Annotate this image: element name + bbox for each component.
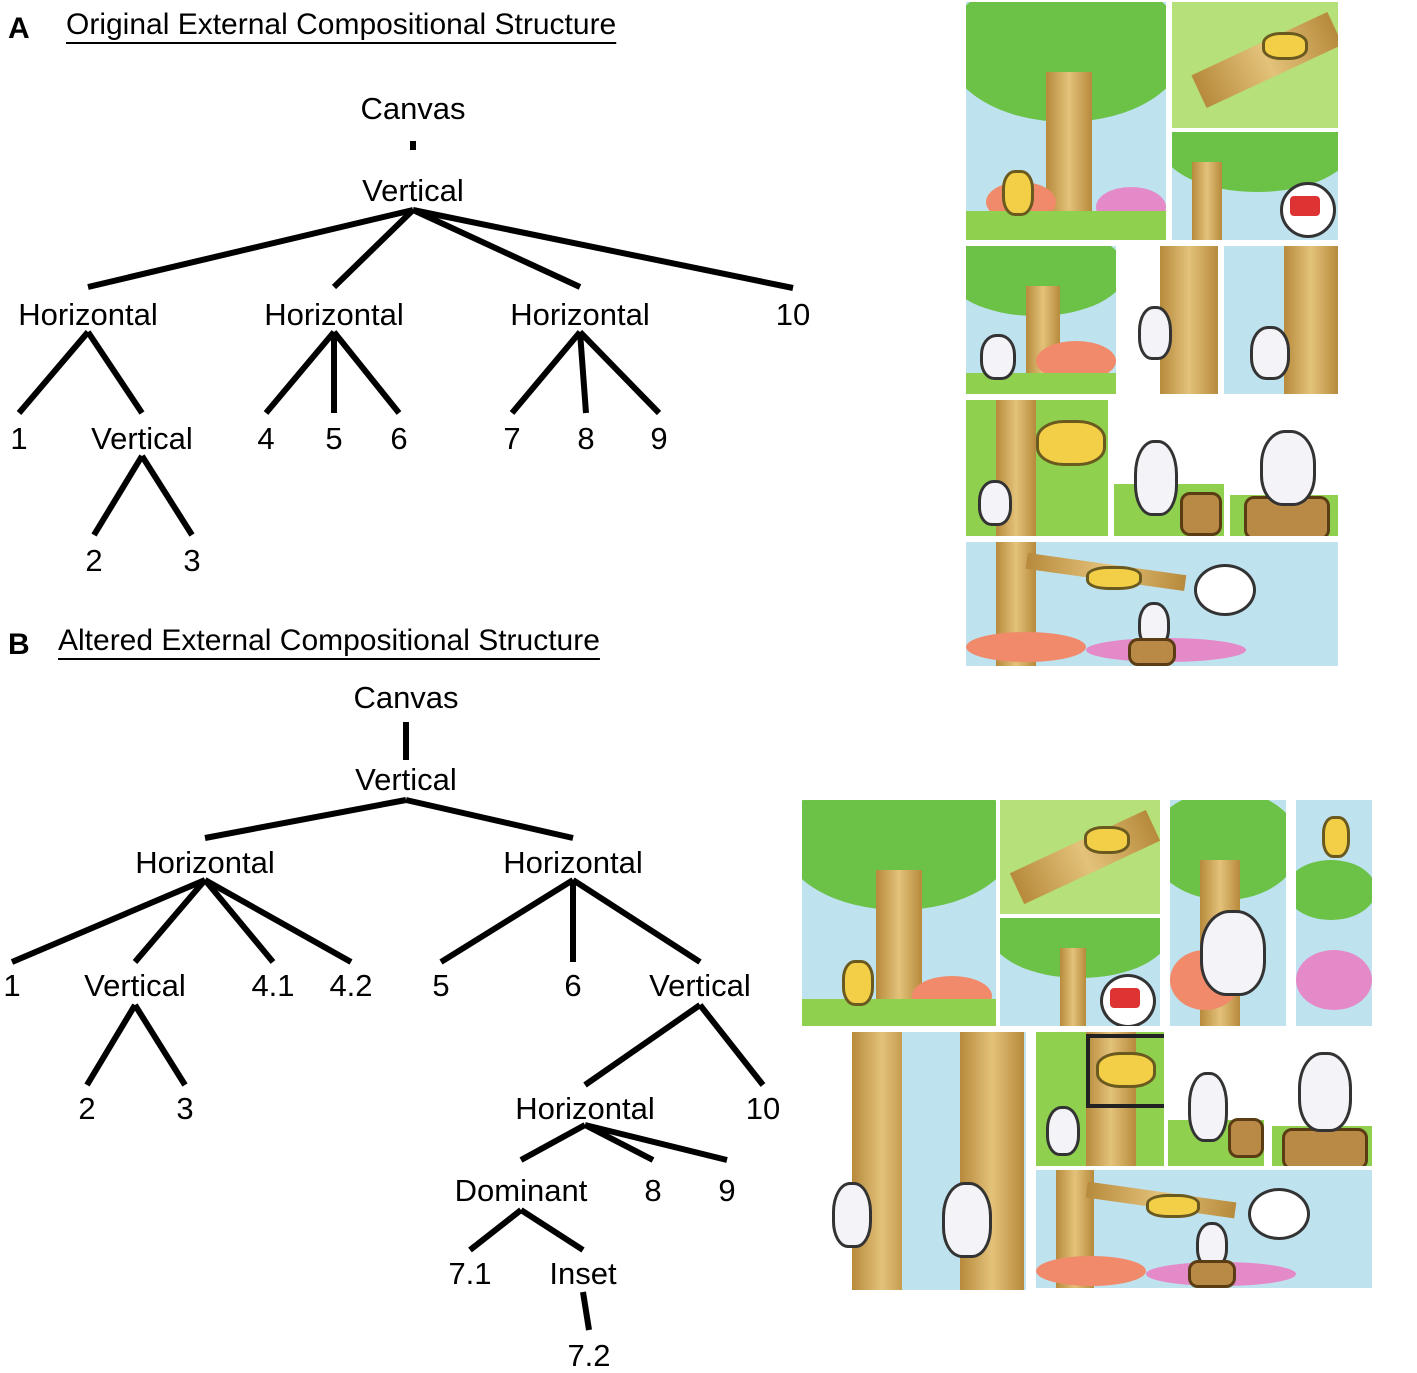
- tree-edge-b_h2-b_v2: [571, 877, 702, 965]
- tree-node-a_h2: Horizontal: [264, 297, 404, 332]
- comic-b-panel-7-1: [1036, 1032, 1164, 1166]
- tree-node-b_inset: Inset: [549, 1256, 617, 1291]
- tree-node-b_1: 1: [3, 968, 20, 1003]
- comic-b-panel-3: [1000, 918, 1160, 1026]
- comic-original-layout: [966, 2, 1342, 666]
- tree-edge-b_v1-b_3: [132, 1003, 188, 1087]
- tree-node-b_8: 8: [644, 1173, 661, 1208]
- tree-node-b_42: 4.2: [329, 968, 372, 1003]
- tree-node-a_h1: Horizontal: [18, 297, 158, 332]
- comic-b-panel-8: [1168, 1032, 1264, 1166]
- tree-node-a_3: 3: [183, 543, 200, 578]
- tree-edge-a_h2-a_6: [331, 330, 402, 415]
- comic-b-panel-10: [1036, 1170, 1372, 1288]
- tree-edge-a_h1-a_1: [16, 330, 91, 415]
- tree-edge-a_vertical-a_h1: [87, 207, 414, 290]
- tree-edge-a_h1-a_v2: [85, 330, 145, 415]
- tree-node-b_41: 4.1: [251, 968, 294, 1003]
- tree-edge-a_h3-a_7: [509, 330, 583, 415]
- tree-edge-a_vertical-a_h2: [331, 207, 416, 290]
- comic-a-panel-9: [1230, 400, 1338, 536]
- tree-node-a_5: 5: [325, 421, 342, 456]
- comic-a-panel-6: [1224, 246, 1338, 394]
- tree-edge-b_h1-b_42: [203, 877, 353, 965]
- tree-node-a_1: 1: [10, 421, 27, 456]
- tree-edge-b_h2-b_5: [439, 877, 575, 965]
- tree-edge-b_v2-b_10: [697, 1003, 766, 1087]
- tree-edge-b_h1-b_41: [202, 878, 276, 964]
- tree-node-a_10: 10: [776, 297, 810, 332]
- comic-b-panel-4-1: [1170, 800, 1286, 1026]
- tree-node-b_v2: Vertical: [649, 968, 751, 1003]
- comic-b-panel-7-2-inset: [1086, 1034, 1164, 1108]
- comic-altered-layout: [802, 800, 1372, 1290]
- tree-node-b_6: 6: [564, 968, 581, 1003]
- tree-edge-b_h1-b_v1: [132, 878, 208, 964]
- tree-edge-a_h3-a_9: [577, 329, 662, 416]
- comic-b-panel-1: [802, 800, 996, 1026]
- tree-node-b_10: 10: [746, 1091, 780, 1126]
- tree-edge-b_vertical-b_h1: [204, 797, 407, 841]
- tree-node-a_7: 7: [503, 421, 520, 456]
- tree-node-a_4: 4: [257, 421, 274, 456]
- tree-edge-a_vertical-a_h3: [411, 207, 582, 290]
- tree-edges: [10, 141, 794, 1331]
- tree-edge-b_v1-b_2: [84, 1003, 138, 1087]
- comic-b-panel-2: [1000, 800, 1160, 914]
- comic-a-panel-8: [1114, 400, 1224, 536]
- tree-node-b_h3: Horizontal: [515, 1091, 655, 1126]
- tree-node-a_canvas: Canvas: [360, 91, 465, 126]
- tree-edge-b_inset-b_72: [580, 1291, 592, 1331]
- comic-b-panel-9: [1272, 1032, 1372, 1166]
- comic-a-panel-3: [1172, 132, 1338, 240]
- comic-b-panel-4-2: [1296, 800, 1372, 1026]
- tree-edge-a_vertical-a_10: [412, 207, 794, 291]
- tree-edge-a_v2-a_3: [139, 454, 195, 537]
- tree-node-b_vertical: Vertical: [355, 762, 457, 797]
- tree-node-a_h3: Horizontal: [510, 297, 650, 332]
- tree-node-a_v2: Vertical: [91, 421, 193, 456]
- tree-edge-b_h3-b_dom: [519, 1122, 587, 1163]
- tree-edge-b_dom-b_71: [468, 1207, 523, 1253]
- tree-node-a_9: 9: [650, 421, 667, 456]
- comic-a-panel-1: [966, 2, 1166, 240]
- tree-edge-b_v2-b_h3: [583, 1002, 702, 1088]
- tree-node-a_vertical: Vertical: [362, 173, 464, 208]
- comic-b-panel-6: [902, 1032, 1026, 1290]
- tree-edge-b_dom-b_inset: [519, 1207, 585, 1253]
- tree-node-a_6: 6: [390, 421, 407, 456]
- comic-a-panel-5: [1122, 246, 1218, 394]
- tree-edge-a_v2-a_2: [91, 454, 145, 537]
- comic-a-panel-4: [966, 246, 1116, 394]
- tree-node-b_3: 3: [176, 1091, 193, 1126]
- panel-b-title: Altered External Compositional Structure: [58, 624, 600, 657]
- panel-b-letter: B: [8, 628, 30, 661]
- tree-node-b_5: 5: [432, 968, 449, 1003]
- tree-node-a_2: 2: [85, 543, 102, 578]
- tree-node-b_72: 7.2: [567, 1338, 610, 1373]
- comic-a-panel-7: [966, 400, 1108, 536]
- comic-a-panel-2: [1172, 2, 1338, 128]
- tree-edge-b_h3-b_9: [584, 1122, 728, 1163]
- tree-node-b_h2: Horizontal: [503, 845, 643, 880]
- tree-edge-b_h1-b_1: [10, 877, 207, 965]
- tree-node-b_v1: Vertical: [84, 968, 186, 1003]
- panel-a-letter: A: [8, 12, 30, 45]
- tree-node-a_8: 8: [577, 421, 594, 456]
- tree-node-b_h1: Horizontal: [135, 845, 275, 880]
- tree-edge-a_h2-a_4: [263, 330, 337, 415]
- tree-node-b_canvas: Canvas: [353, 680, 458, 715]
- tree-edge-b_vertical-b_h2: [405, 797, 574, 841]
- tree-node-b_dom: Dominant: [455, 1173, 588, 1208]
- tree-edge-a_h3-a_8: [577, 331, 589, 414]
- tree-node-b_2: 2: [78, 1091, 95, 1126]
- tree-node-b_71: 7.1: [448, 1256, 491, 1291]
- tree-node-b_9: 9: [718, 1173, 735, 1208]
- comic-a-panel-10: [966, 542, 1338, 666]
- panel-a-title: Original External Compositional Structur…: [66, 8, 617, 41]
